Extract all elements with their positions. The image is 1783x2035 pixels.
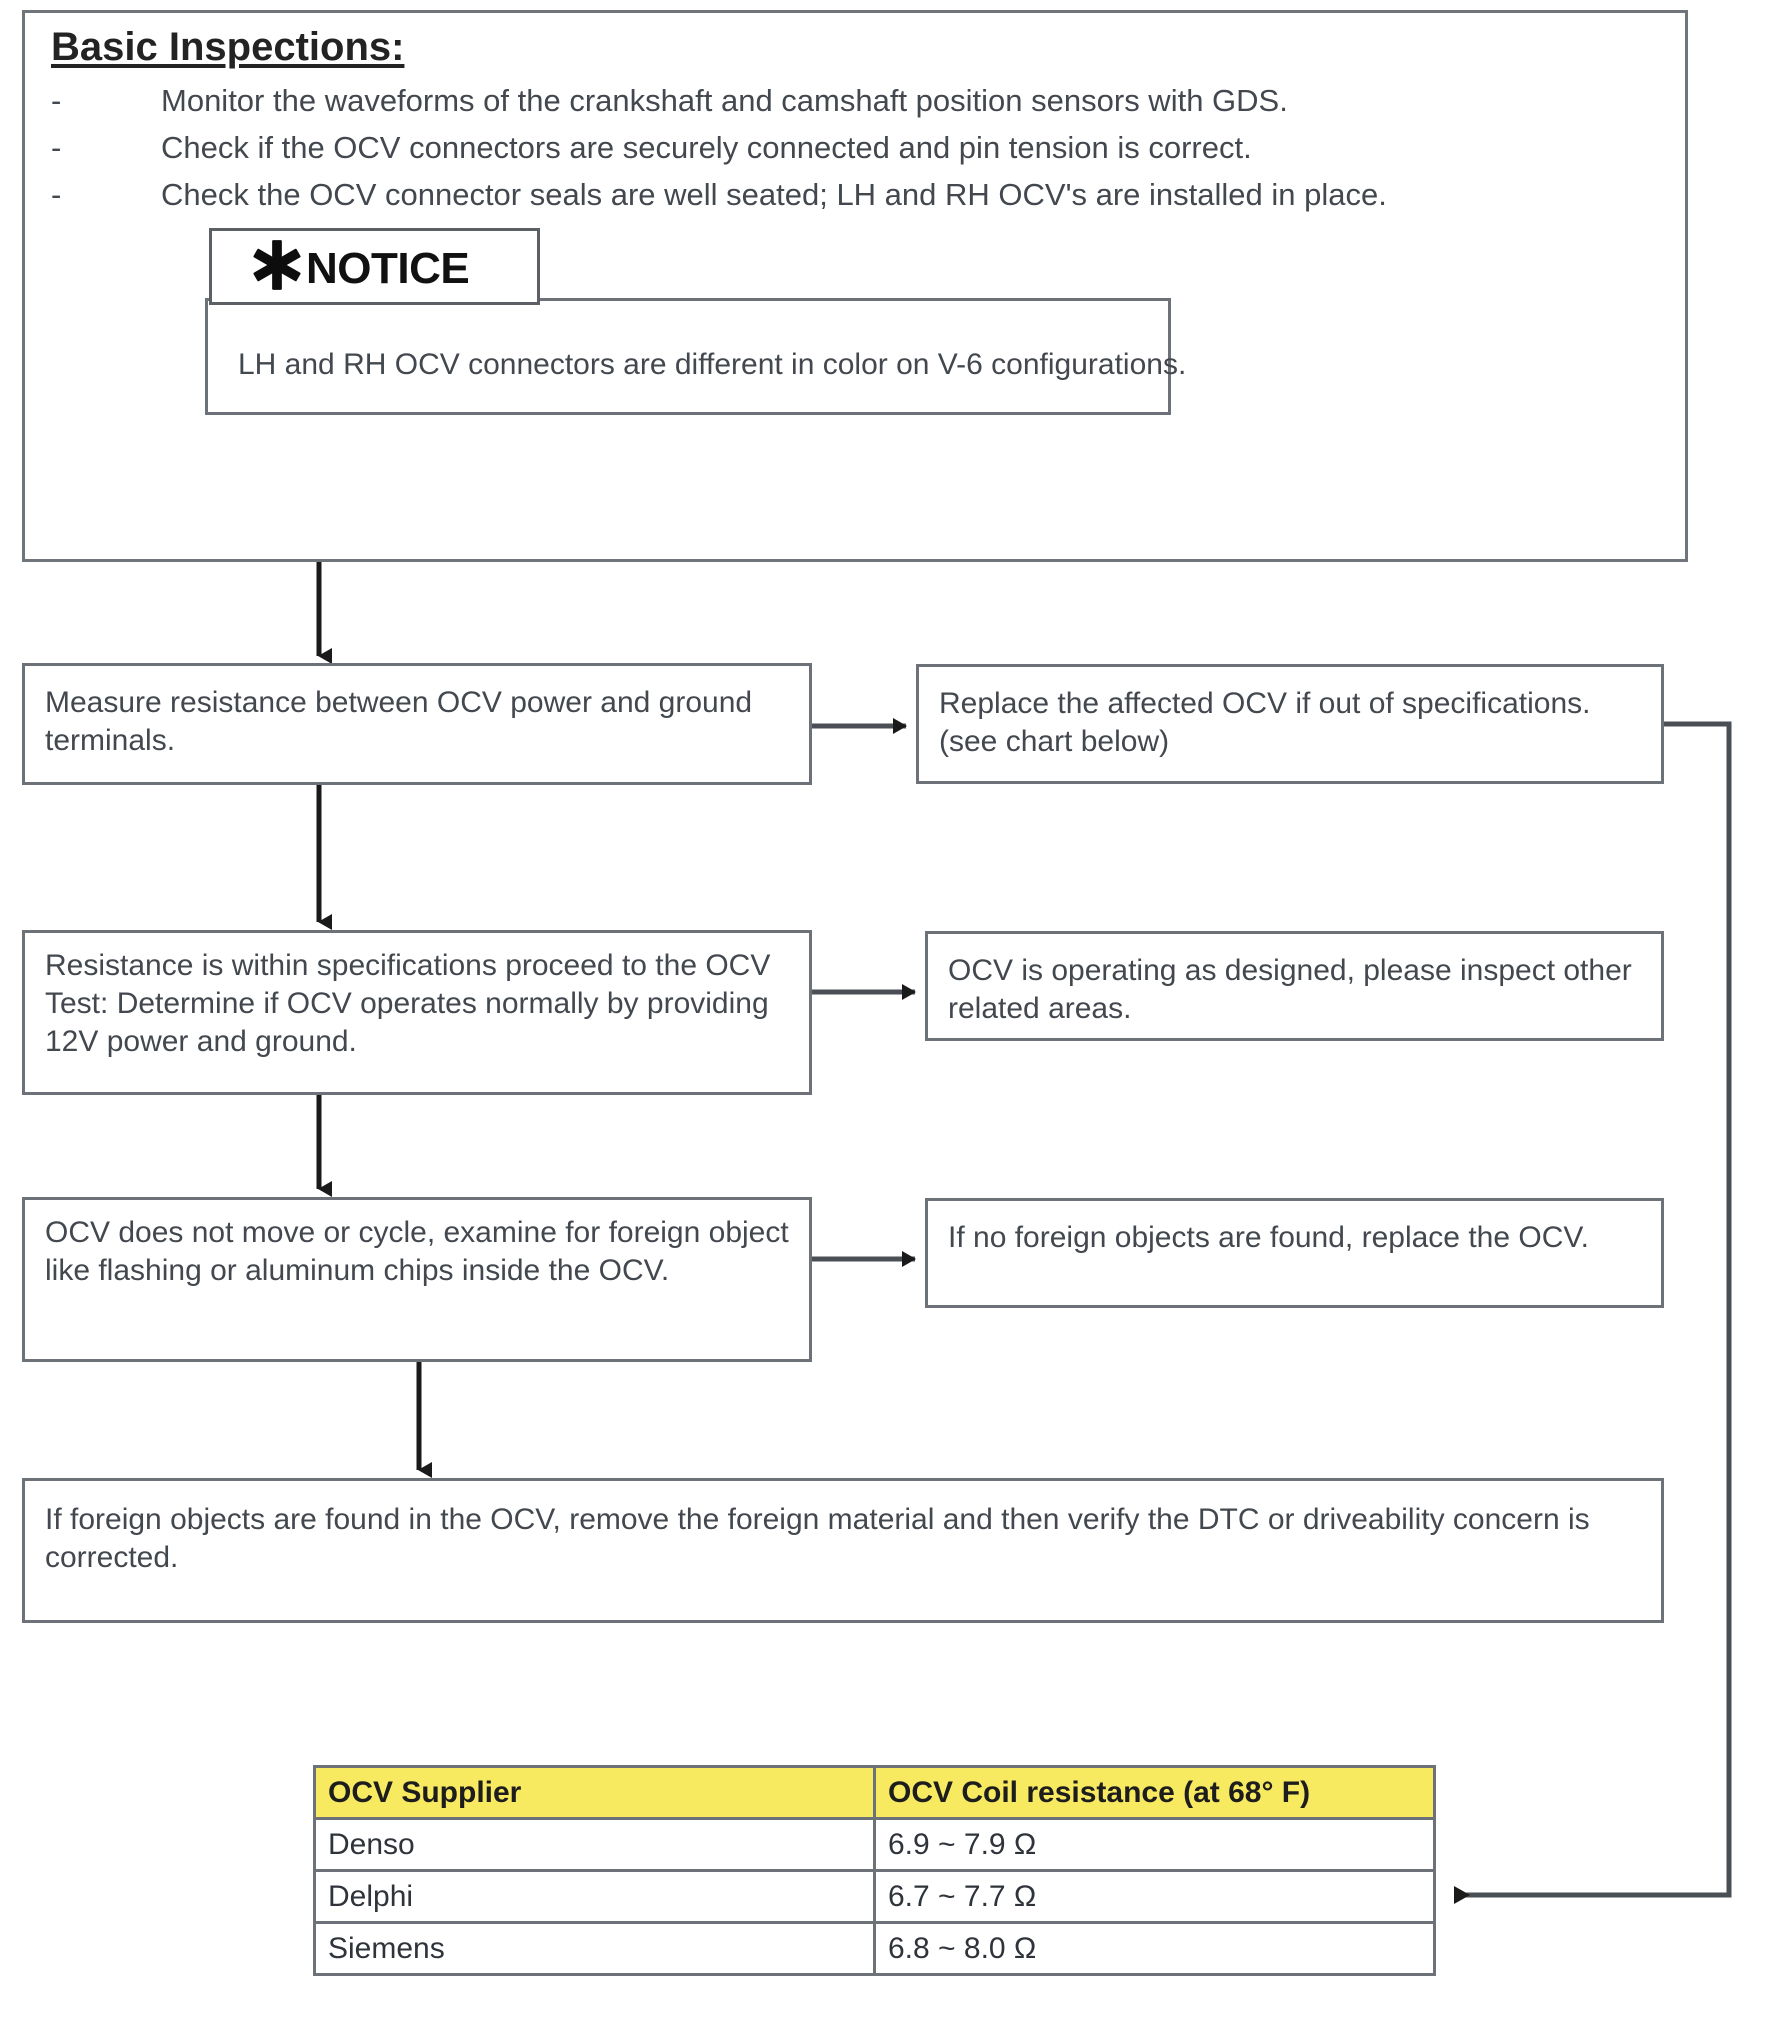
table-row: Siemens 6.8 ~ 8.0 Ω: [313, 1921, 1436, 1976]
cell-resistance: 6.7 ~ 7.7 Ω: [873, 1869, 1436, 1924]
step-ocv-operating: OCV is operating as designed, please ins…: [925, 931, 1664, 1041]
ocv-spec-table: OCV Supplier OCV Coil resistance (at 68°…: [313, 1765, 1436, 1976]
column-header-resistance: OCV Coil resistance (at 68° F): [873, 1765, 1436, 1820]
cell-resistance: 6.8 ~ 8.0 Ω: [873, 1921, 1436, 1976]
notice-label-tab: NOTICE: [209, 228, 540, 305]
step-no-foreign-objects: If no foreign objects are found, replace…: [925, 1198, 1664, 1308]
table-row: Delphi 6.7 ~ 7.7 Ω: [313, 1869, 1436, 1924]
inspection-item-label: Monitor the waveforms of the crankshaft …: [161, 83, 1288, 118]
asterisk-icon: [253, 239, 301, 290]
bullet-marker: -: [51, 83, 62, 118]
inspection-item: - Check the OCV connector seals are well …: [51, 177, 1651, 213]
step-final-verify-text: If foreign objects are found in the OCV,…: [45, 1503, 1590, 1575]
notice-callout-body: LH and RH OCV connectors are different i…: [205, 298, 1186, 415]
step-resistance-within-spec: Resistance is within specifications proc…: [22, 930, 812, 1095]
inspection-item: - Check if the OCV connectors are securel…: [51, 130, 1651, 166]
bullet-marker: -: [51, 177, 62, 212]
step-resistance-within-spec-text: Resistance is within specifications proc…: [45, 949, 771, 1059]
table-row: Denso 6.9 ~ 7.9 Ω: [313, 1817, 1436, 1872]
step-ocv-not-moving: OCV does not move or cycle, examine for …: [22, 1197, 812, 1362]
cell-supplier: Delphi: [313, 1869, 876, 1924]
step-measure-resistance-text: Measure resistance between OCV power and…: [45, 686, 753, 758]
inspection-item-label: Check if the OCV connectors are securely…: [161, 130, 1252, 165]
column-header-supplier: OCV Supplier: [313, 1765, 876, 1820]
step-final-verify: If foreign objects are found in the OCV,…: [22, 1478, 1664, 1623]
step-ocv-operating-text: OCV is operating as designed, please ins…: [948, 954, 1632, 1026]
table-header-row: OCV Supplier OCV Coil resistance (at 68°…: [313, 1765, 1436, 1820]
step-ocv-not-moving-text: OCV does not move or cycle, examine for …: [45, 1216, 789, 1288]
cell-supplier: Siemens: [313, 1921, 876, 1976]
bullet-marker: -: [51, 130, 62, 165]
step-no-foreign-objects-text: If no foreign objects are found, replace…: [948, 1221, 1589, 1254]
inspection-item: - Monitor the waveforms of the crankshaft…: [51, 83, 1651, 119]
inspection-item-label: Check the OCV connector seals are well s…: [161, 177, 1387, 212]
step-measure-resistance: Measure resistance between OCV power and…: [22, 663, 812, 785]
cell-resistance: 6.9 ~ 7.9 Ω: [873, 1817, 1436, 1872]
notice-label-text: NOTICE: [306, 243, 470, 293]
page-title: Basic Inspections:: [51, 25, 405, 69]
step-replace-ocv: Replace the affected OCV if out of speci…: [916, 664, 1664, 784]
cell-supplier: Denso: [313, 1817, 876, 1872]
step-replace-ocv-text: Replace the affected OCV if out of speci…: [939, 687, 1591, 759]
notice-text: LH and RH OCV connectors are different i…: [238, 348, 1187, 381]
